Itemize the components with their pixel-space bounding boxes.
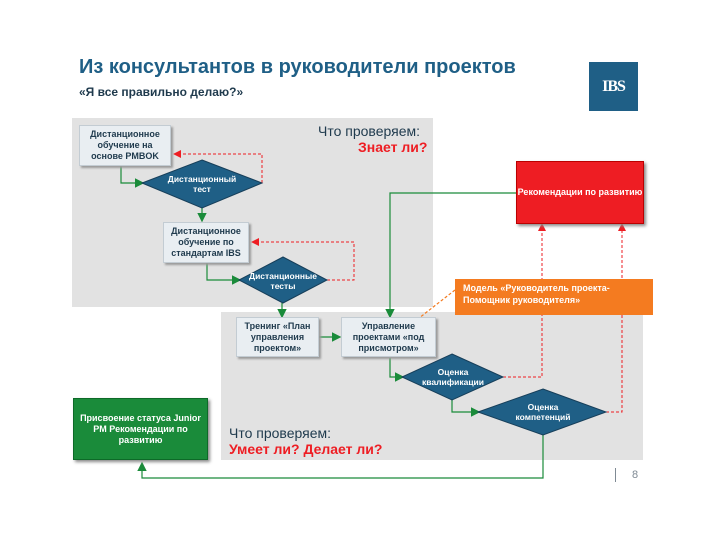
- connector-pmbok-to-test: [120, 166, 145, 188]
- connector-ibs-to-tests: [206, 263, 242, 285]
- label-distance-test: Дистанционный тест: [167, 174, 237, 194]
- page-number: 8: [632, 469, 639, 481]
- page-subtitle: «Я все правильно делаю?»: [79, 85, 244, 99]
- feedback-qualification-to-recommend: [503, 223, 546, 378]
- node-junior-status: Присвоение статуса Junior PM Рекомендаци…: [73, 398, 208, 460]
- connector-supervised-to-qualification: [389, 358, 405, 382]
- connector-competencies-to-junior: [137, 435, 544, 479]
- feedback-test-to-pmbok: [173, 150, 263, 183]
- node-recommendations: Рекомендации по развитию: [516, 161, 644, 224]
- bottom-answer: Умеет ли? Делает ли?: [229, 441, 383, 457]
- top-answer: Знает ли?: [358, 139, 428, 155]
- label-competencies: Оценка компетенций: [515, 402, 571, 422]
- diamond-competencies: [476, 388, 608, 436]
- diamond-distance-tests: [237, 256, 329, 304]
- node-distance-pmbok: Дистанционное обучение на основе PMBOK: [79, 125, 171, 166]
- bottom-question: Что проверяем:: [229, 425, 331, 441]
- label-distance-tests: Дистанционные тесты: [249, 271, 317, 291]
- top-question: Что проверяем:: [318, 123, 420, 139]
- callout-pointer: [413, 289, 456, 323]
- connector-qualification-to-competencies: [451, 400, 481, 417]
- node-supervised: Управление проектами «под присмотром»: [341, 317, 436, 357]
- node-distance-ibs: Дистанционное обучение по стандартам IBS: [163, 222, 249, 263]
- page-divider: [615, 468, 616, 482]
- callout-model: Модель «Руководитель проекта-Помощник ру…: [455, 279, 653, 315]
- node-training: Тренинг «План управления проектом»: [236, 317, 319, 357]
- diamond-distance-test: [140, 159, 264, 209]
- connector-recommend-to-supervised: [385, 192, 516, 319]
- diamond-qualification: [400, 353, 505, 401]
- label-qualification: Оценка квалификации: [421, 367, 485, 387]
- ibs-logo: IBS: [589, 62, 638, 111]
- page-title: Из консультантов в руководители проектов: [79, 56, 516, 78]
- feedback-tests-to-ibs: [251, 238, 355, 281]
- feedback-competencies-to-recommend: [606, 223, 626, 413]
